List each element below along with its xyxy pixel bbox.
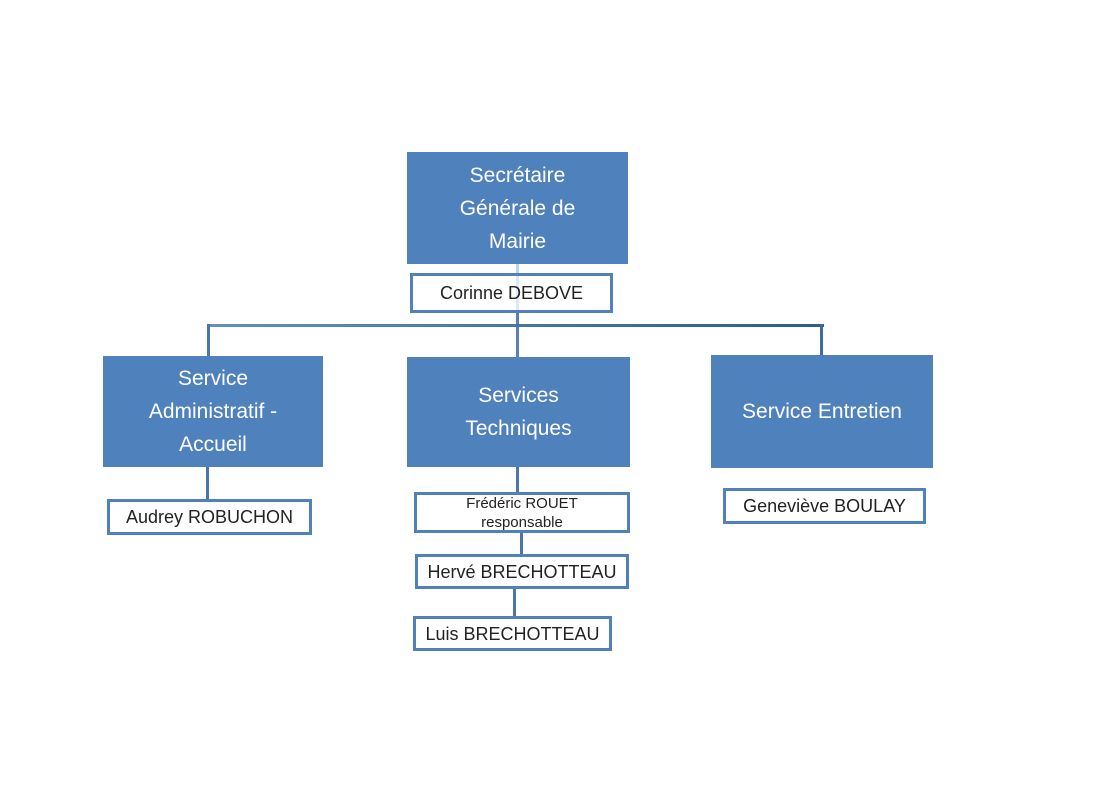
branch-title-line: Services xyxy=(478,384,559,407)
connector-bus-to-entretien xyxy=(820,324,823,356)
connector-pass-through xyxy=(516,276,519,310)
connector-frederic-to-herve xyxy=(520,533,523,554)
member-name: Luis BRECHOTTEAU xyxy=(425,623,600,644)
member-name: Geneviève BOULAY xyxy=(743,496,906,516)
member-name: Audrey ROBUCHON xyxy=(125,507,294,527)
member-role-line: responsable xyxy=(481,513,563,531)
root-title-line: Secrétaire xyxy=(469,163,566,187)
root-title-line: Générale de xyxy=(459,196,576,220)
branch-title-line: Administratif - xyxy=(148,400,278,423)
connector-root-to-person xyxy=(516,264,519,273)
root-person-box: Corinne DEBOVE xyxy=(410,273,613,313)
connector-person-to-bus xyxy=(516,313,519,357)
member-genevieve-boulay-box: Geneviève BOULAY xyxy=(723,488,926,524)
member-frederic-rouet-box: Frédéric ROUET responsable xyxy=(414,492,630,533)
member-name-line: Frédéric ROUET xyxy=(466,494,578,512)
member-audrey-robuchon-box: Audrey ROBUCHON xyxy=(107,499,312,535)
connector-techniques-to-frederic xyxy=(516,467,519,492)
branch-entretien-box: Service Entretien xyxy=(711,355,933,468)
branch-techniques-box: Services Techniques xyxy=(407,357,630,467)
branch-title-line: Techniques xyxy=(465,417,572,440)
root-title-line: Mairie xyxy=(488,229,547,253)
root-person-name: Corinne DEBOVE xyxy=(439,283,584,303)
root-title-box: Secrétaire Générale de Mairie xyxy=(407,152,628,264)
connector-admin-to-audrey xyxy=(206,467,209,499)
branch-administratif-box: Service Administratif - Accueil xyxy=(103,356,323,467)
branch-title-line: Service Entretien xyxy=(742,400,902,423)
connector-horizontal-bus xyxy=(208,324,824,327)
connector-bus-to-admin xyxy=(207,324,210,357)
branch-title-line: Accueil xyxy=(179,433,247,456)
member-name: Hervé BRECHOTTEAU xyxy=(427,561,617,582)
branch-title-line: Service xyxy=(177,367,249,390)
member-herve-brechotteau-box: Hervé BRECHOTTEAU xyxy=(415,554,629,589)
member-luis-brechotteau-box: Luis BRECHOTTEAU xyxy=(413,616,612,651)
connector-herve-to-luis xyxy=(513,589,516,616)
